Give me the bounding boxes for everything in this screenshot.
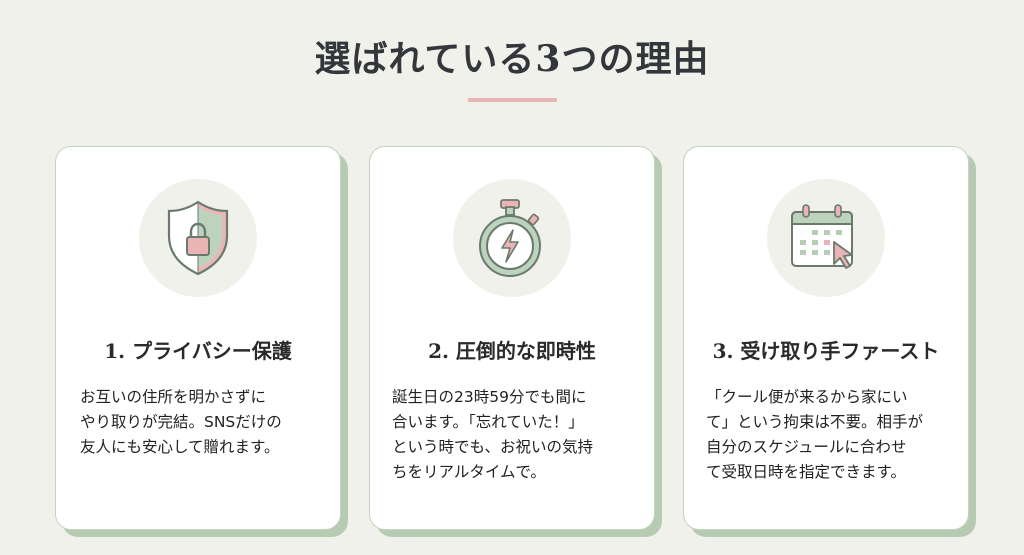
reason-card-privacy: 1. プライバシー保護 お互いの住所を明かさずに やり取りが完結。SNSだけの … (55, 146, 341, 530)
card-title: 1. プライバシー保護 (104, 339, 292, 363)
reason-card-immediacy: 2. 圧倒的な即時性 誕生日の23時59分でも間に 合います。「忘れていた！」 … (369, 146, 655, 530)
description-line: 自分のスケジュールに合わせ (706, 438, 907, 456)
icon-circle (453, 179, 571, 297)
description-line: という時でも、お祝いの気持 (392, 438, 594, 456)
icon-circle (139, 179, 257, 297)
icon-circle (767, 179, 885, 297)
card-title: 3. 受け取り手ファースト (712, 339, 940, 363)
stopwatch-lightning-icon (479, 199, 541, 277)
card-description: 「クール便が来るから家にい て」という拘束は不要。相手が 自分のスケジュールに合… (706, 385, 950, 485)
description-line: 友人にも安心して贈れます。 (80, 438, 280, 456)
description-line: 誕生日の23時59分でも間に (392, 388, 587, 406)
description-line: やり取りが完結。SNSだけの (80, 413, 282, 431)
card-description: 誕生日の23時59分でも間に 合います。「忘れていた！」 という時でも、お祝いの… (392, 385, 636, 485)
section-title: 選ばれている3つの理由 (314, 38, 710, 80)
title-underline-divider (468, 98, 557, 102)
shield-lock-icon (167, 200, 229, 276)
reason-card-recipient-first: 3. 受け取り手ファースト 「クール便が来るから家にい て」という拘束は不要。相… (683, 146, 969, 530)
description-line: て受取日時を指定できます。 (706, 463, 906, 481)
description-line: て」という拘束は不要。相手が (706, 413, 924, 431)
card-description: お互いの住所を明かさずに やり取りが完結。SNSだけの 友人にも安心して贈れます… (80, 385, 322, 460)
card-title: 2. 圧倒的な即時性 (428, 339, 596, 363)
description-line: 「クール便が来るから家にい (706, 388, 908, 406)
description-line: ちをリアルタイムで。 (392, 463, 546, 481)
description-line: 合います。「忘れていた！」 (392, 413, 584, 431)
calendar-cursor-icon (791, 204, 853, 269)
description-line: お互いの住所を明かさずに (80, 388, 267, 406)
